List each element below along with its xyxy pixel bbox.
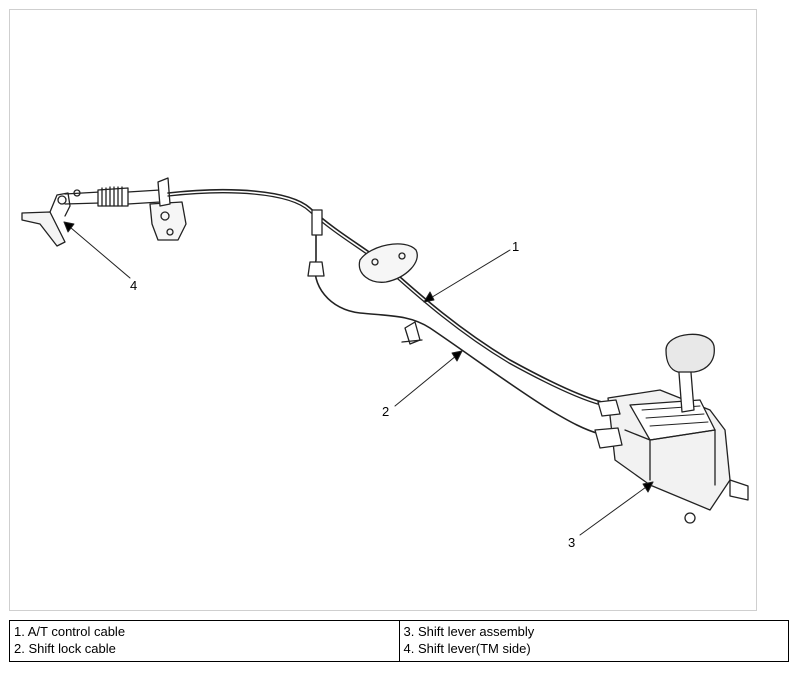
tm-side-shift-lever	[21, 189, 101, 247]
legend-item-1: 1. A/T control cable	[14, 624, 126, 639]
leader-line-1	[423, 249, 511, 303]
leader-line-2	[394, 350, 463, 407]
cable-mounting-bracket	[149, 177, 187, 241]
legend-item-3: 3. Shift lever assembly	[403, 624, 535, 639]
arrowhead-4	[63, 221, 75, 233]
callout-4: 4	[130, 278, 137, 293]
legend-row: 1. A/T control cable 2. Shift lock cable…	[9, 620, 789, 662]
callout-3: 3	[568, 535, 575, 550]
callout-2: 2	[382, 404, 389, 419]
callout-1: 1	[512, 239, 519, 254]
leader-line-3	[579, 481, 654, 536]
legend-cell-left: 1. A/T control cable 2. Shift lock cable	[9, 620, 400, 662]
leader-line-4	[63, 221, 131, 279]
shift-lever-assembly	[594, 333, 749, 524]
legend-item-2: 2. Shift lock cable	[14, 641, 116, 656]
at-control-cable	[167, 188, 603, 406]
legend-item-4: 4. Shift lever(TM side)	[403, 641, 531, 656]
legend-cell-right: 3. Shift lever assembly 4. Shift lever(T…	[398, 620, 789, 662]
parts-legend-table: 1. A/T control cable 2. Shift lock cable…	[9, 620, 789, 662]
cable-boot-spring	[97, 186, 161, 207]
diagram-figure: 1 2 3 4	[9, 9, 757, 611]
cable-grommet-plate	[358, 243, 418, 283]
arrowhead-2	[451, 350, 463, 362]
arrowhead-3	[642, 481, 654, 493]
cable-layout-illustration: 1 2 3 4	[21, 177, 749, 550]
shift-lock-cable	[307, 209, 601, 435]
arrowhead-1	[423, 291, 435, 303]
leader-lines	[63, 221, 654, 536]
